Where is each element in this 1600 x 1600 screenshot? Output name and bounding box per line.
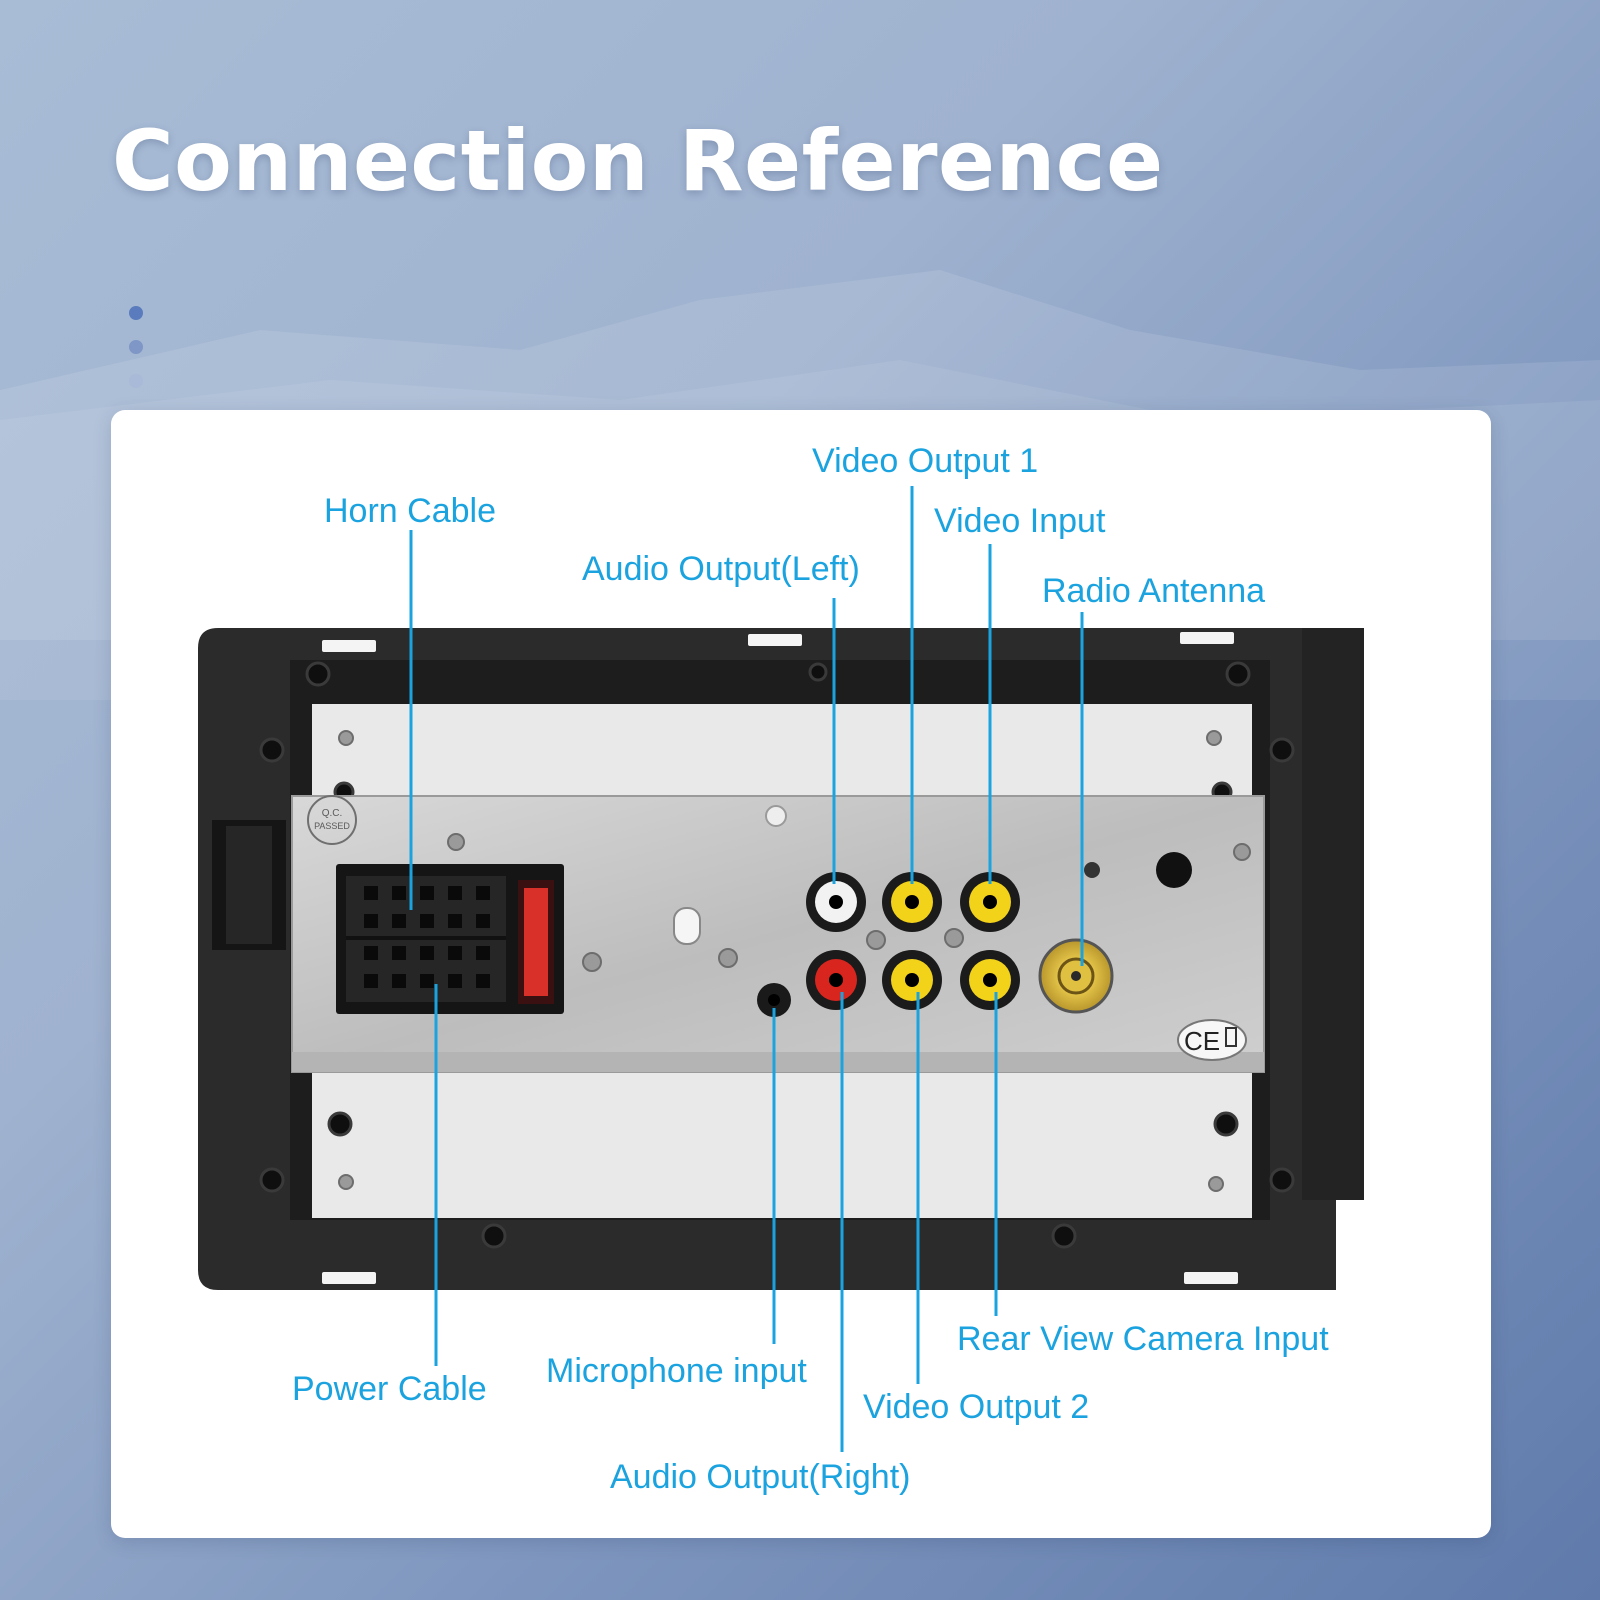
label-microphone-input: Microphone input	[546, 1352, 807, 1390]
iso-connector	[336, 864, 564, 1014]
chassis-features	[447, 805, 1251, 972]
frame-clips	[322, 632, 1238, 1284]
ribbon-cable	[212, 820, 286, 950]
qc-passed-stamp: Q.C. PASSED	[307, 795, 357, 845]
chassis-edge	[292, 1052, 1264, 1072]
label-audio-output-right: Audio Output(Right)	[610, 1458, 911, 1496]
pagination-dot-1	[129, 306, 143, 320]
leader-lines	[409, 486, 1084, 1452]
svg-text:CE: CE	[1184, 1026, 1220, 1056]
rca-video-output-2	[882, 950, 942, 1010]
label-radio-antenna: Radio Antenna	[1042, 572, 1266, 610]
frame-screw-holes	[259, 661, 1295, 1249]
fuse	[524, 888, 548, 996]
svg-text:Q.C.: Q.C.	[322, 808, 343, 819]
plate-screws	[338, 730, 1224, 1192]
label-video-output-2: Video Output 2	[863, 1388, 1090, 1426]
microphone-jack	[757, 983, 791, 1017]
rca-audio-left	[806, 872, 866, 932]
ce-mark: CE	[1177, 1019, 1247, 1061]
pagination-dot-3	[129, 374, 143, 388]
label-audio-output-left: Audio Output(Left)	[582, 550, 860, 588]
radio-antenna-port	[1038, 938, 1114, 1014]
label-horn-cable: Horn Cable	[324, 492, 496, 530]
label-video-input: Video Input	[934, 502, 1106, 540]
rca-audio-right	[806, 950, 866, 1010]
rca-video-input	[960, 872, 1020, 932]
label-video-output-1: Video Output 1	[812, 442, 1039, 480]
pagination-dot-2	[129, 340, 143, 354]
page-title: Connection Reference	[112, 112, 1164, 210]
rca-rear-camera-input	[960, 950, 1020, 1010]
label-rear-view-camera-input: Rear View Camera Input	[957, 1320, 1329, 1358]
rca-video-output-1	[882, 872, 942, 932]
svg-text:PASSED: PASSED	[314, 821, 350, 831]
label-power-cable: Power Cable	[292, 1370, 487, 1408]
